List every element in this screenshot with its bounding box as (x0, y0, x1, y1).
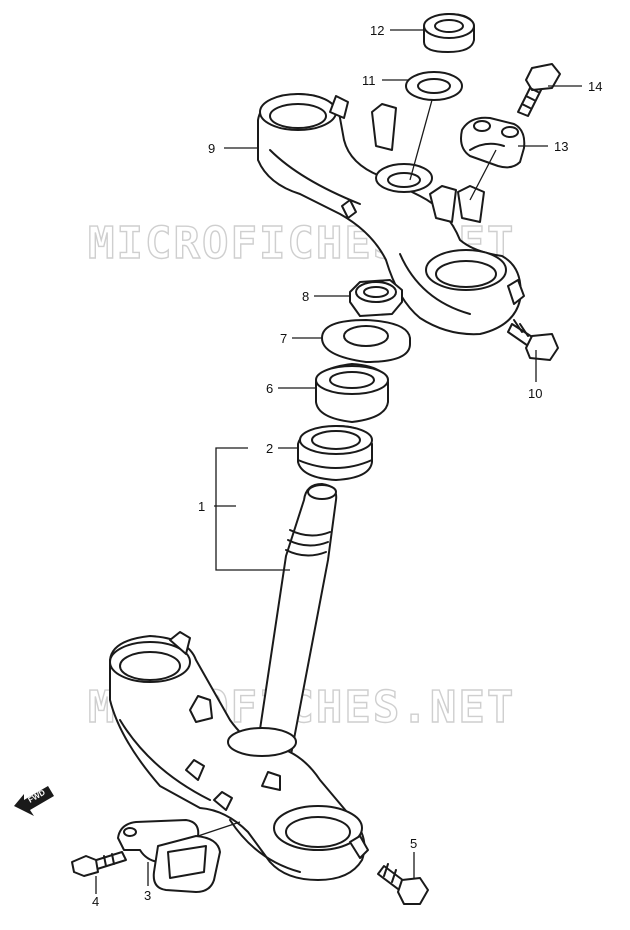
part-6-upper-bearing[interactable] (315, 363, 389, 423)
callout-10: 10 (528, 386, 542, 401)
callout-14: 14 (588, 79, 602, 94)
callout-4: 4 (92, 894, 99, 909)
callout-1: 1 (198, 499, 205, 514)
part-1-steering-stem[interactable] (109, 483, 369, 881)
callout-2: 2 (266, 441, 273, 456)
part-4-bolt[interactable] (71, 851, 127, 877)
part-10-clamp-bolt[interactable] (507, 319, 559, 361)
part-11-washer[interactable] (405, 71, 463, 101)
leader-lines (95, 29, 582, 894)
part-5-bolt[interactable] (377, 863, 429, 905)
part-3-hose-guide[interactable] (117, 819, 221, 893)
part-7-dust-seal[interactable] (321, 319, 411, 363)
callout-7: 7 (280, 331, 287, 346)
fwd-arrow-icon: FWD (14, 786, 54, 816)
callout-3: 3 (144, 888, 151, 903)
callout-13: 13 (554, 139, 568, 154)
callout-6: 6 (266, 381, 273, 396)
callout-9: 9 (208, 141, 215, 156)
part-2-lower-bearing[interactable] (297, 425, 373, 481)
part-9-upper-bracket[interactable] (257, 93, 525, 336)
callout-5: 5 (410, 836, 417, 851)
callout-11: 11 (362, 73, 376, 88)
part-13-handlebar-holder[interactable] (460, 116, 526, 169)
callout-8: 8 (302, 289, 309, 304)
callout-12: 12 (370, 23, 384, 38)
part-12-steering-seal[interactable] (423, 13, 475, 53)
part-8-stem-nut[interactable] (349, 279, 403, 317)
part-14-handlebar-bolt[interactable] (517, 63, 561, 117)
